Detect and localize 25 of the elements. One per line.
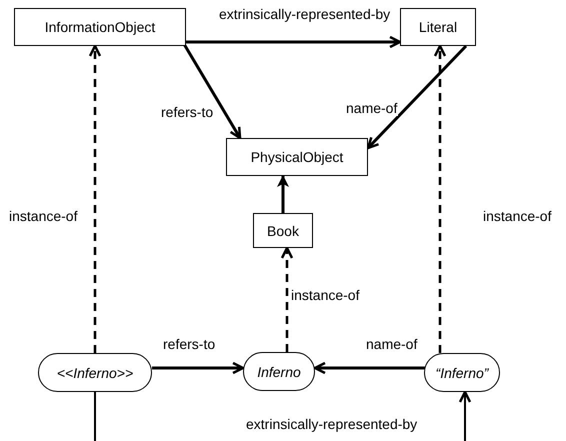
- dashed-arrow: [280, 246, 294, 352]
- edge-label: instance-of: [290, 287, 360, 303]
- class-box: Literal: [400, 8, 476, 46]
- arrow: [182, 43, 242, 140]
- edge-label: instance-of: [8, 208, 78, 224]
- class-box: Book: [253, 213, 313, 248]
- arrow: [152, 362, 244, 374]
- edge-label: instance-of: [482, 208, 552, 224]
- edge-label: name-of: [345, 100, 398, 116]
- arrow: [277, 175, 289, 213]
- edge-label: extrinsically-represented-by: [218, 6, 392, 22]
- edge-label: extrinsically-represented-by: [245, 416, 418, 432]
- arrow: [366, 44, 468, 150]
- class-box: InformationObject: [14, 8, 186, 46]
- instance-pill: Inferno: [243, 352, 315, 391]
- dashed-arrow: [434, 44, 446, 353]
- edge-label: refers-to: [162, 336, 216, 352]
- edge-label: refers-to: [160, 104, 214, 120]
- arrow: [186, 36, 402, 48]
- edge-label: name-of: [365, 336, 418, 352]
- dashed-arrow: [88, 44, 102, 353]
- instance-pill: “Inferno”: [424, 353, 500, 392]
- arrow: [94, 390, 472, 441]
- instance-pill: <<Inferno>>: [38, 353, 152, 392]
- class-box: PhysicalObject: [226, 138, 368, 176]
